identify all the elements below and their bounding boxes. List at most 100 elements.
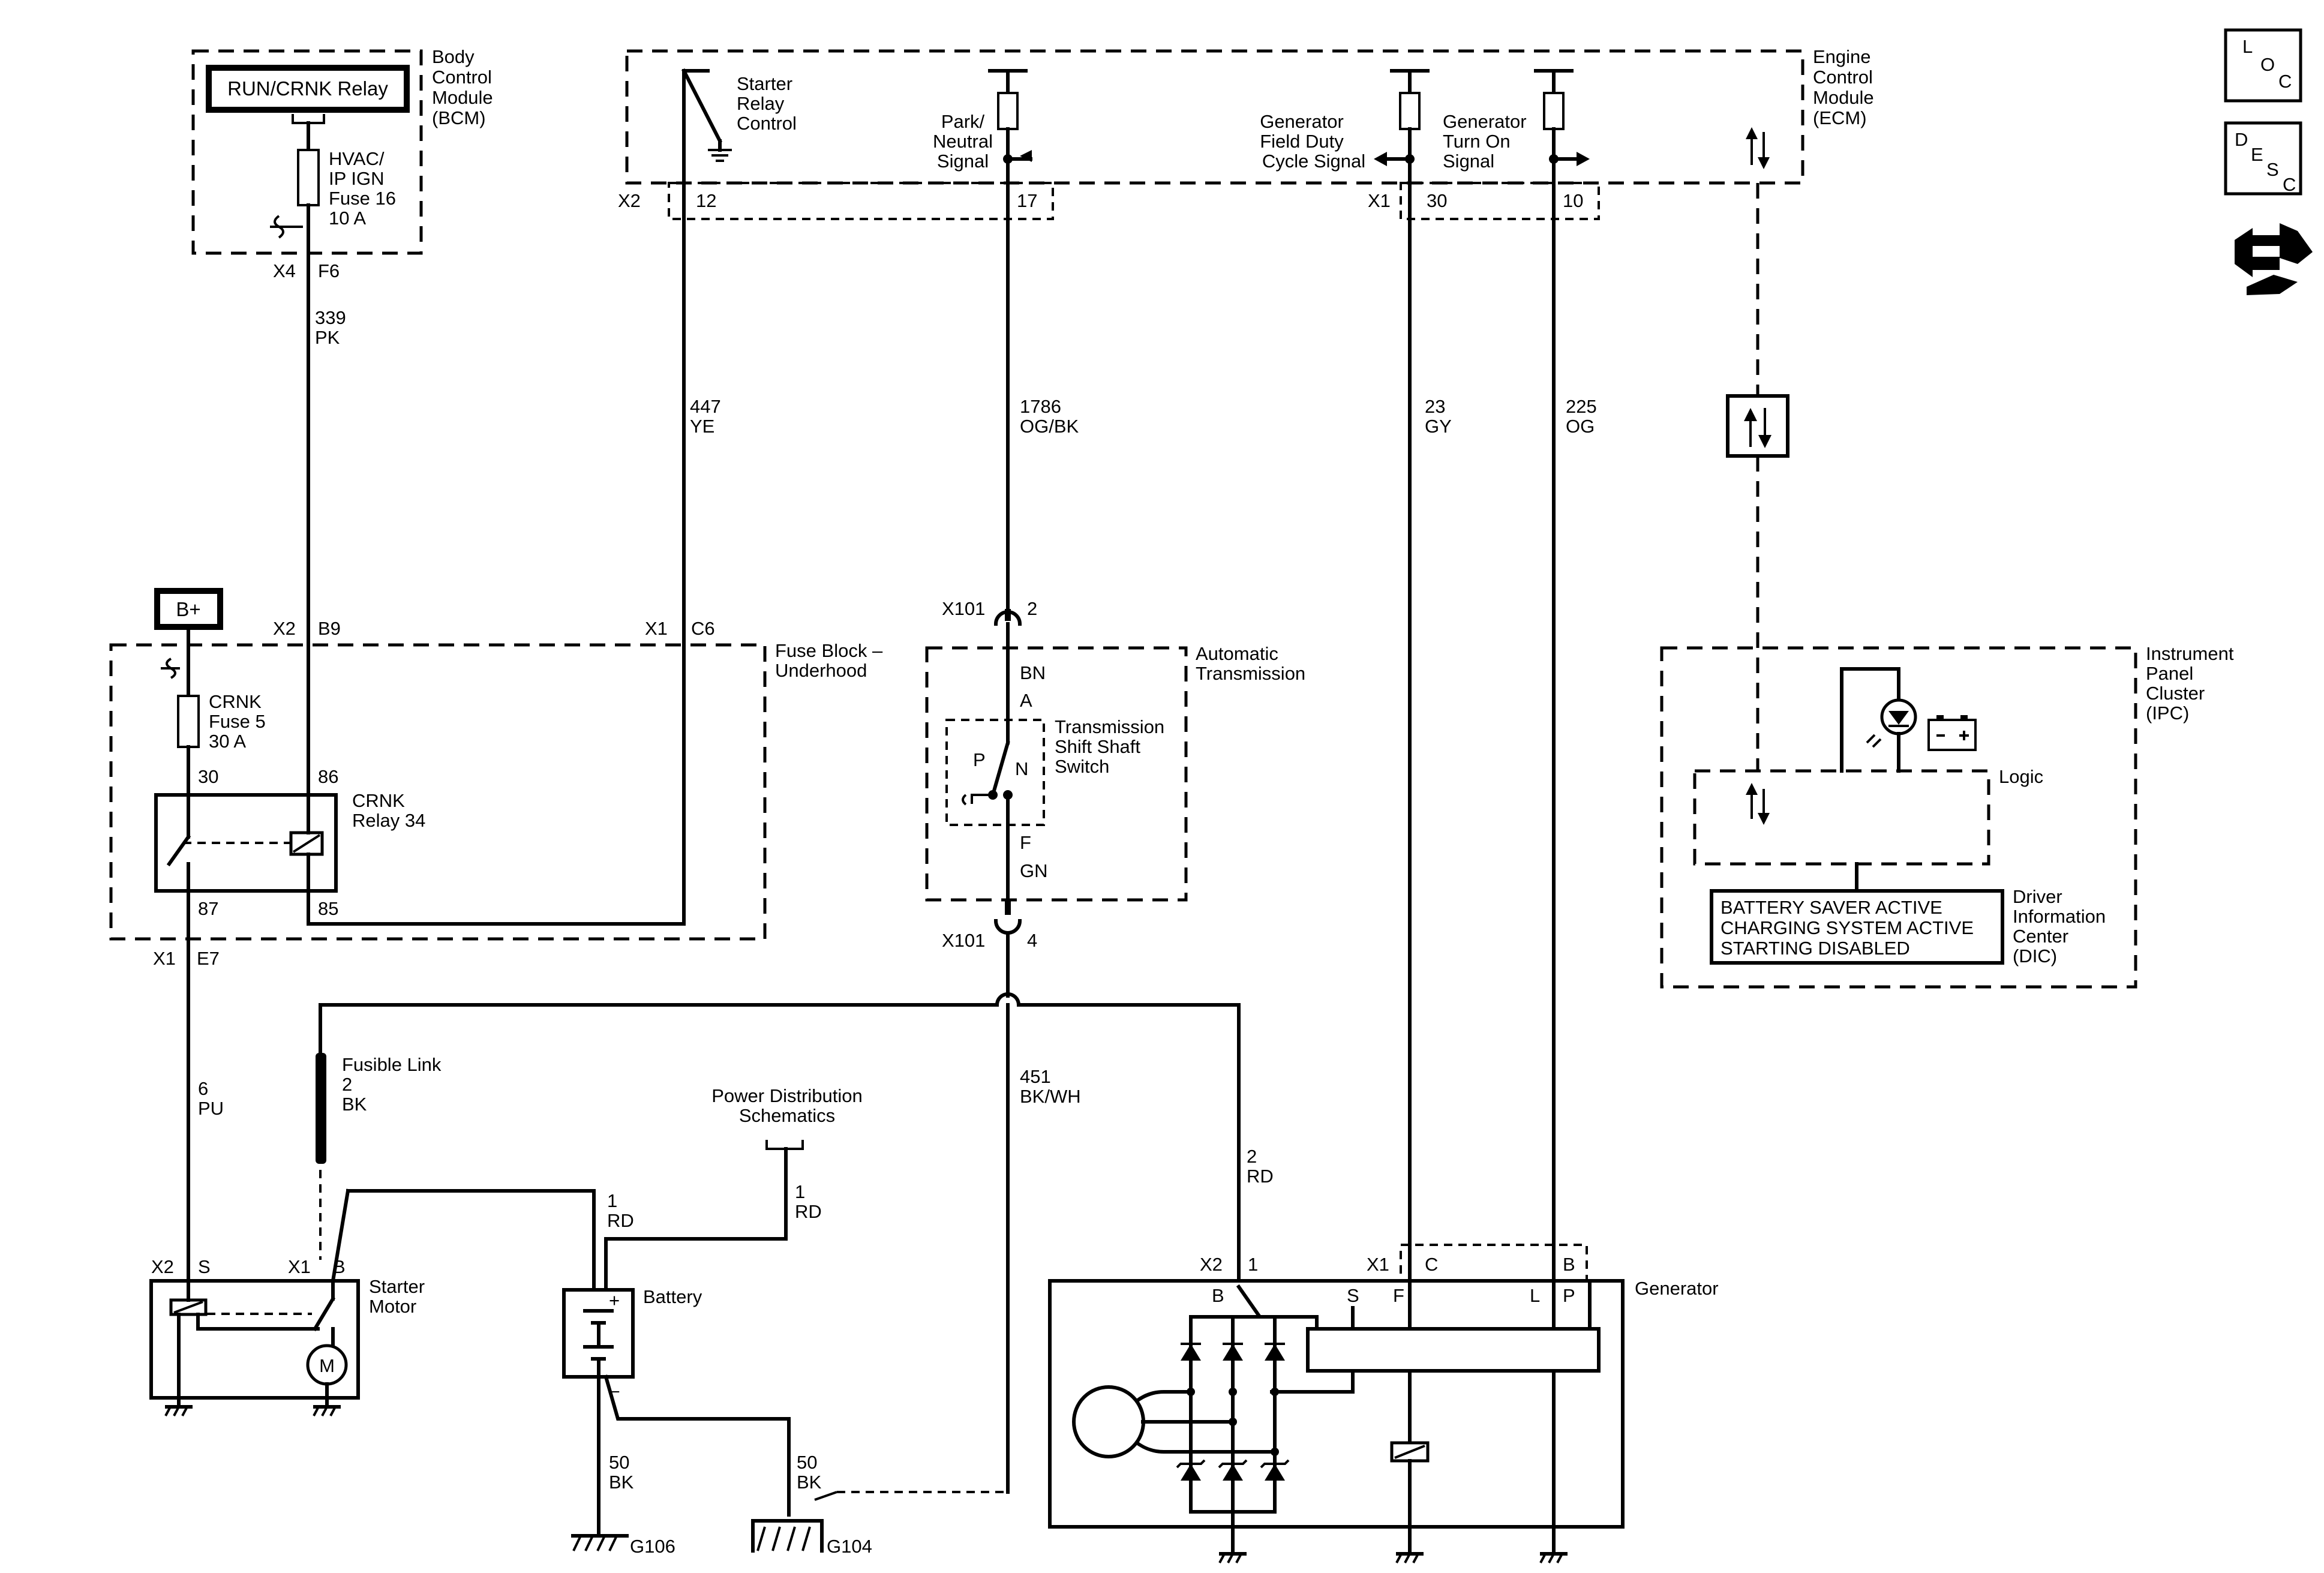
bplus-label: B+ (176, 598, 200, 620)
ecm-connector-x2 (668, 182, 1054, 220)
lamp-icon (1866, 698, 1917, 748)
pin-86: 86 (318, 766, 338, 787)
connector-icon[interactable] (2235, 223, 2313, 295)
gen-term-s: S (1347, 1285, 1359, 1306)
svg-text:C: C (2278, 71, 2292, 92)
svg-text:C: C (2283, 174, 2296, 195)
wire-2rd-bus (319, 1003, 999, 1055)
svg-text:S: S (2266, 159, 2279, 180)
wire-gn: GN (1020, 860, 1048, 881)
regulator-box (1306, 1327, 1601, 1373)
battery-label: Battery (643, 1286, 702, 1307)
ecm-pin-10: 10 (1563, 190, 1583, 211)
ecm-pin-30: 30 (1427, 190, 1447, 211)
gen-term-f: F (1393, 1285, 1404, 1306)
serial-data-icon (1746, 127, 1770, 169)
fb-x1: X1 (645, 618, 668, 639)
pin-f: F (1020, 832, 1031, 853)
desc-icon[interactable]: D E S C (2224, 121, 2302, 196)
ecm-pin-12: 12 (696, 190, 716, 211)
bcm-f6: F6 (318, 260, 340, 281)
hvac-fuse (297, 149, 320, 206)
stator-icon (1072, 1385, 1145, 1458)
gen-pin-c: C (1425, 1254, 1438, 1275)
x101-top-label: X101 (942, 598, 985, 619)
battery-indicator-icon (1927, 715, 1977, 751)
diodes-lower (1176, 1459, 1290, 1481)
gen-connector-x1 (1400, 1244, 1588, 1283)
sm-x1: X1 (288, 1256, 311, 1277)
trans-shift-switch (945, 719, 1045, 826)
switch-n: N (1015, 758, 1028, 779)
fuse-block-label: Fuse Block –Underhood (775, 640, 883, 681)
gen-term-p: P (1563, 1285, 1575, 1306)
battery: Battery + – (562, 1286, 702, 1401)
serial-data-connector-icon (1726, 394, 1789, 458)
gen-term-l: L (1530, 1285, 1540, 1306)
pin-85: 85 (318, 898, 338, 919)
x101-bottom-pin: 4 (1027, 930, 1037, 951)
gen-x1: X1 (1367, 1254, 1389, 1275)
diodes-upper (1181, 1343, 1285, 1361)
ecm-x1: X1 (1368, 190, 1391, 211)
ipc-logic-box (1693, 769, 1990, 866)
generator-label: Generator (1635, 1278, 1719, 1299)
bcm-x4: X4 (273, 260, 296, 281)
pin-30: 30 (198, 766, 218, 787)
svg-text:L: L (2242, 36, 2253, 57)
ecm-connector-x1 (1400, 182, 1600, 220)
crnk-fuse (177, 695, 200, 748)
fb-x1b: X1 (153, 948, 176, 969)
pin-a: A (1020, 690, 1032, 711)
svg-text:O: O (2260, 54, 2275, 75)
x101-bottom-connector: X101 4 (942, 900, 1037, 951)
generator-grounds (1218, 1552, 1568, 1563)
wire-1rd-starter (346, 1189, 596, 1292)
g106-label: G106 (630, 1536, 675, 1557)
gen-term-b: B (1212, 1285, 1224, 1306)
svg-text:E: E (2251, 144, 2263, 165)
gen-x2: X2 (1200, 1254, 1223, 1275)
svg-text:D: D (2235, 129, 2248, 150)
x101-top-connector: X101 2 (942, 598, 1037, 626)
fb-c6: C6 (691, 618, 715, 639)
battery-plus: + (609, 1290, 620, 1311)
dic-message-box (1710, 889, 2004, 965)
wire-50-g104 (603, 1374, 791, 1517)
ipc-serial-data-icon (1746, 783, 1770, 825)
wire-2rd-gen (1017, 1003, 1241, 1289)
loc-icon[interactable]: L O C (2224, 28, 2302, 103)
fb-x2: X2 (273, 618, 296, 639)
generator: Generator B S F L P (1048, 1278, 1719, 1556)
ecm-x2: X2 (618, 190, 641, 211)
pin-87: 87 (198, 898, 218, 919)
gen-pin-1: 1 (1248, 1254, 1258, 1275)
wire-85-447 (307, 889, 686, 926)
motor-m: M (319, 1355, 335, 1376)
wire-bn: BN (1020, 662, 1046, 683)
